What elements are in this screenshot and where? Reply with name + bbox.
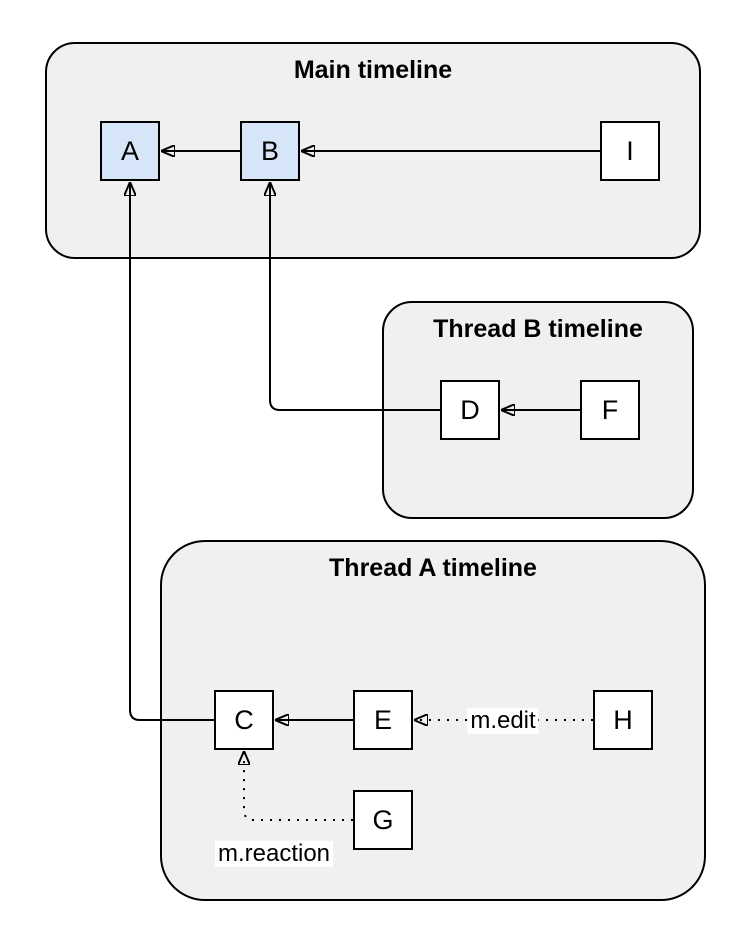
- edge-label-m-edit: m.edit: [467, 707, 539, 735]
- node-H: H: [593, 690, 653, 750]
- node-I-label: I: [626, 135, 634, 166]
- node-G: G: [353, 790, 413, 850]
- thread-b-timeline-title: Thread B timeline: [433, 315, 643, 343]
- node-E-label: E: [373, 704, 392, 735]
- container-thread-b-timeline: Thread B timeline: [382, 301, 694, 519]
- thread-a-timeline-title: Thread A timeline: [329, 554, 537, 582]
- node-B: B: [240, 121, 300, 181]
- node-D: D: [440, 380, 500, 440]
- node-H-label: H: [613, 704, 633, 735]
- node-A-label: A: [120, 135, 139, 166]
- node-D-label: D: [460, 394, 480, 425]
- node-A: A: [100, 121, 160, 181]
- node-G-label: G: [372, 804, 394, 835]
- node-B-label: B: [260, 135, 279, 166]
- node-E: E: [353, 690, 413, 750]
- node-C: C: [214, 690, 274, 750]
- main-timeline-title: Main timeline: [293, 56, 453, 84]
- node-F-label: F: [601, 394, 619, 425]
- node-C-label: C: [234, 704, 254, 735]
- node-F: F: [580, 380, 640, 440]
- edge-label-m-reaction: m.reaction: [214, 840, 334, 868]
- node-I: I: [600, 121, 660, 181]
